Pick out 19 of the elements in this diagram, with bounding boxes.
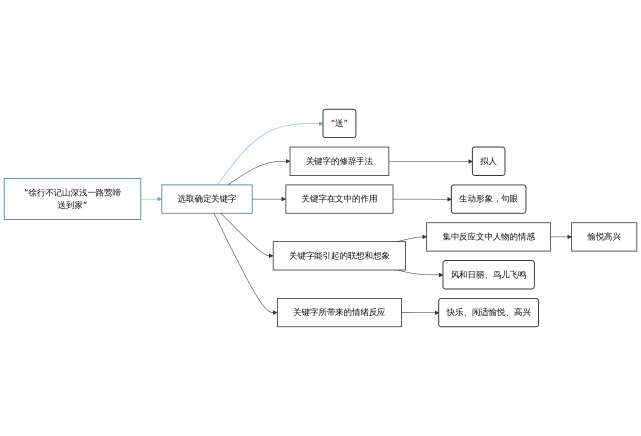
arrow [252, 196, 286, 202]
arrow [396, 234, 427, 242]
node-box: 愉悦高兴 [571, 222, 638, 252]
arrow [214, 213, 278, 315]
arrow [392, 197, 452, 202]
node-box: 集中反应文中人物的情感 [426, 222, 552, 252]
arrow [388, 159, 473, 164]
node-box: “徐行不记山深浅一路莺啼送到家” [4, 178, 142, 220]
arrow [401, 310, 440, 316]
node-box: 选取确定关键字 [161, 184, 253, 214]
arrow [140, 196, 162, 202]
arrow [550, 234, 572, 240]
node-box: 关键字所带来的情绪反应 [277, 298, 402, 328]
node-box: 关键字能引起的联想和想象 [272, 241, 406, 270]
arrow [220, 213, 274, 258]
node-box: 关键字的修辞手法 [290, 146, 390, 176]
arrow [228, 158, 290, 186]
node-box: 关键字在文中的作用 [285, 184, 394, 214]
arrow [217, 121, 324, 186]
